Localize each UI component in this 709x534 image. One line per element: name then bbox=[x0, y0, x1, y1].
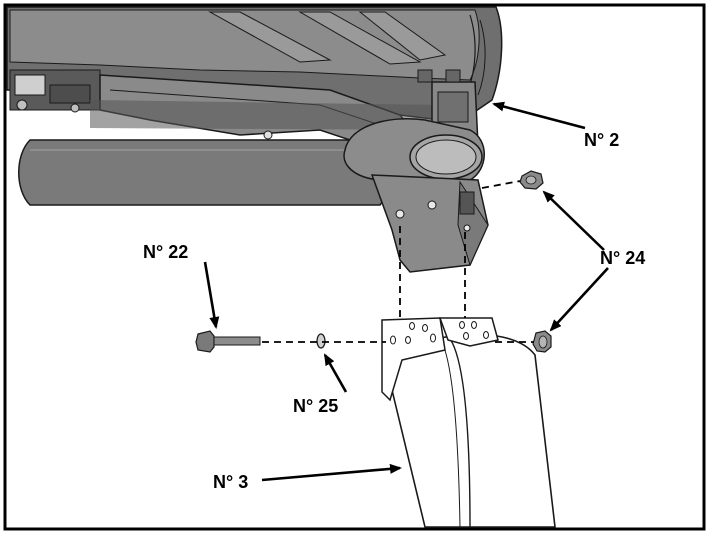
label-part-3: N° 3 bbox=[213, 472, 248, 492]
nut-part-24-upper bbox=[519, 170, 544, 190]
pivot-tube bbox=[343, 118, 485, 181]
label-part-25: N° 25 bbox=[293, 396, 338, 416]
machine-body-part-2 bbox=[6, 6, 503, 206]
arrow-part-25 bbox=[323, 353, 348, 393]
assembly-guide-lines bbox=[262, 180, 534, 343]
bolt-part-22 bbox=[195, 330, 261, 353]
arrow-part-3 bbox=[261, 463, 402, 482]
arrow-part-24-lower bbox=[549, 267, 609, 332]
washer-part-25 bbox=[316, 333, 326, 349]
arrow-part-24-upper bbox=[542, 190, 605, 251]
callout-arrows bbox=[203, 101, 609, 482]
arrow-part-22 bbox=[203, 261, 220, 329]
arrow-part-2 bbox=[492, 101, 586, 130]
nut-part-24-lower bbox=[532, 330, 552, 353]
label-part-2: N° 2 bbox=[584, 130, 619, 150]
vertical-post-part-3 bbox=[381, 317, 556, 528]
label-part-24: N° 24 bbox=[600, 248, 645, 268]
label-part-22: N° 22 bbox=[143, 242, 188, 262]
